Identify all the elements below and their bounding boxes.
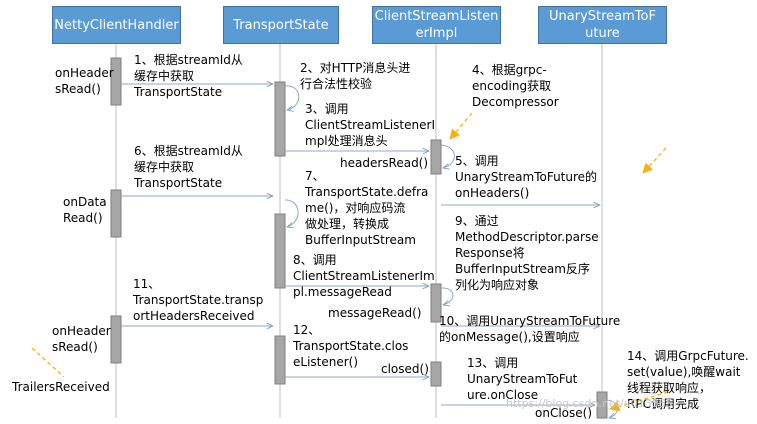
callout-arrow-step-4 — [449, 112, 473, 140]
step-3-label: 3、调用 ClientStreamListenerI mpl处理消息头 — [305, 102, 435, 148]
activation-unary-1 — [596, 391, 608, 419]
activation-netty-1 — [110, 57, 122, 106]
event-on-data-read: onData Read() — [63, 195, 107, 225]
callout-arrow-trailers — [31, 347, 65, 378]
participant-netty-client-handler: NettyClientHandler — [52, 6, 181, 44]
activation-listener-3 — [430, 361, 442, 387]
event-trailers-received: TrailersReceived — [12, 380, 110, 394]
activation-listener-1 — [430, 139, 442, 175]
event-on-headers-read-2: onHeader sRead() — [52, 324, 111, 354]
step-1-label: 1、根据streamId从 缓存中获取 TransportState — [134, 53, 243, 99]
event-on-headers-read-1: onHeader sRead() — [55, 66, 114, 96]
step-6-label: 6、根据streamId从 缓存中获取 TransportState — [134, 144, 243, 190]
step-10-label: 10、调用UnaryStreamToFuture 的onMessage(),设置… — [439, 314, 621, 344]
participant-transport-state: TransportState — [223, 6, 339, 44]
activation-transport-3 — [274, 335, 286, 385]
call-on-close: onClose() — [535, 406, 592, 420]
step-14-label: 14、调用GrpcFuture. set(value),唤醒wait 线程获取响… — [627, 349, 749, 411]
participant-unary-stream-to-future: UnaryStreamToF uture — [538, 6, 667, 44]
callout-arrow-blank — [642, 147, 667, 174]
step-4-label: 4、根据grpc- encoding获取 Decompressor — [472, 63, 559, 109]
call-closed: closed() — [381, 362, 429, 376]
step-2-label: 2、对HTTP消息头进 行合法性校验 — [300, 61, 411, 91]
call-message-read: messageRead() — [328, 306, 422, 320]
step-9-label: 9、通过 MethodDescriptor.parse Response将 Bu… — [455, 214, 599, 292]
activation-transport-2 — [274, 213, 286, 289]
watermark: https://blog.csdn.net/u013565 — [506, 397, 673, 410]
activation-netty-3 — [110, 315, 122, 364]
step-5-label: 5、调用 UnaryStreamToFuture的 onHeaders() — [455, 154, 598, 200]
step-12-label: 12、 TransportState.clos eListener() — [293, 323, 409, 369]
step-11-label: 11、 TransportState.transp ortHeadersRece… — [133, 277, 264, 323]
step-7-label: 7、 TransportState.defra me()，对响应码流 做处理，转… — [305, 169, 429, 247]
self-arrow-step-2 — [284, 85, 300, 110]
call-headers-read: headersRead() — [340, 156, 429, 170]
step-13-label: 13、调用 UnaryStreamToFut ure.onClose — [467, 356, 578, 402]
self-arrow-step-5 — [440, 144, 455, 168]
step-8-label: 8、调用 ClientStreamListenerIm pl.messageRe… — [293, 253, 435, 299]
activation-netty-2 — [110, 189, 122, 238]
callout-arrow-step-14 — [609, 391, 669, 412]
activation-transport-1 — [274, 81, 286, 157]
self-arrow-step-9 — [440, 287, 454, 305]
self-arrow-step-7 — [284, 199, 299, 227]
participant-client-stream-listener-impl: ClientStreamListen erImpl — [372, 6, 501, 44]
activation-listener-2 — [430, 283, 442, 323]
